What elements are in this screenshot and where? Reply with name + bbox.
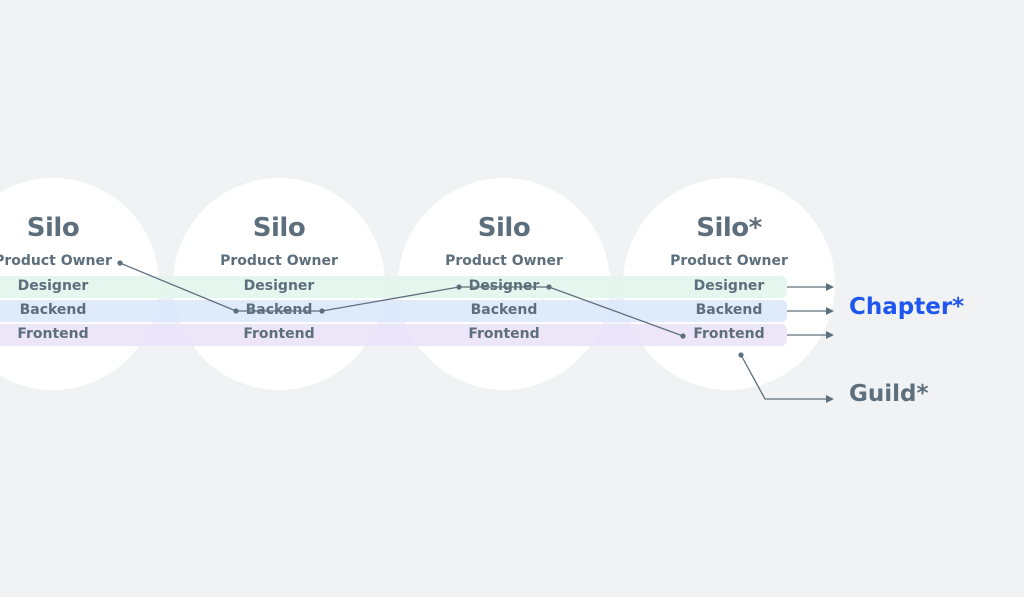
backend-label-4: Backend	[695, 302, 763, 318]
guild-label: Guild*	[849, 381, 929, 407]
product-owner-1: Product Owner	[0, 253, 112, 269]
frontend-label-4: Frontend	[693, 326, 765, 342]
designer-label-1: Designer	[17, 278, 89, 294]
designer-label-2: Designer	[243, 278, 315, 294]
silo-title-3: Silo	[477, 213, 531, 243]
designer-label-3: Designer	[468, 278, 540, 294]
product-owner-4: Product Owner	[670, 253, 788, 269]
product-owner-2: Product Owner	[220, 253, 338, 269]
frontend-label-1: Frontend	[17, 326, 89, 342]
silo-title-4: Silo*	[696, 213, 762, 243]
frontend-label-2: Frontend	[243, 326, 315, 342]
silo-title-2: Silo	[252, 213, 306, 243]
backend-label-1: Backend	[19, 302, 87, 318]
backend-label-2: Backend	[245, 302, 313, 318]
chapter-label: Chapter*	[849, 294, 965, 320]
guild-arrow-head	[826, 395, 834, 403]
product-owner-3: Product Owner	[445, 253, 563, 269]
backend-label-3: Backend	[470, 302, 538, 318]
silo-title-1: Silo	[26, 213, 80, 243]
designer-label-4: Designer	[693, 278, 765, 294]
frontend-label-3: Frontend	[468, 326, 540, 342]
